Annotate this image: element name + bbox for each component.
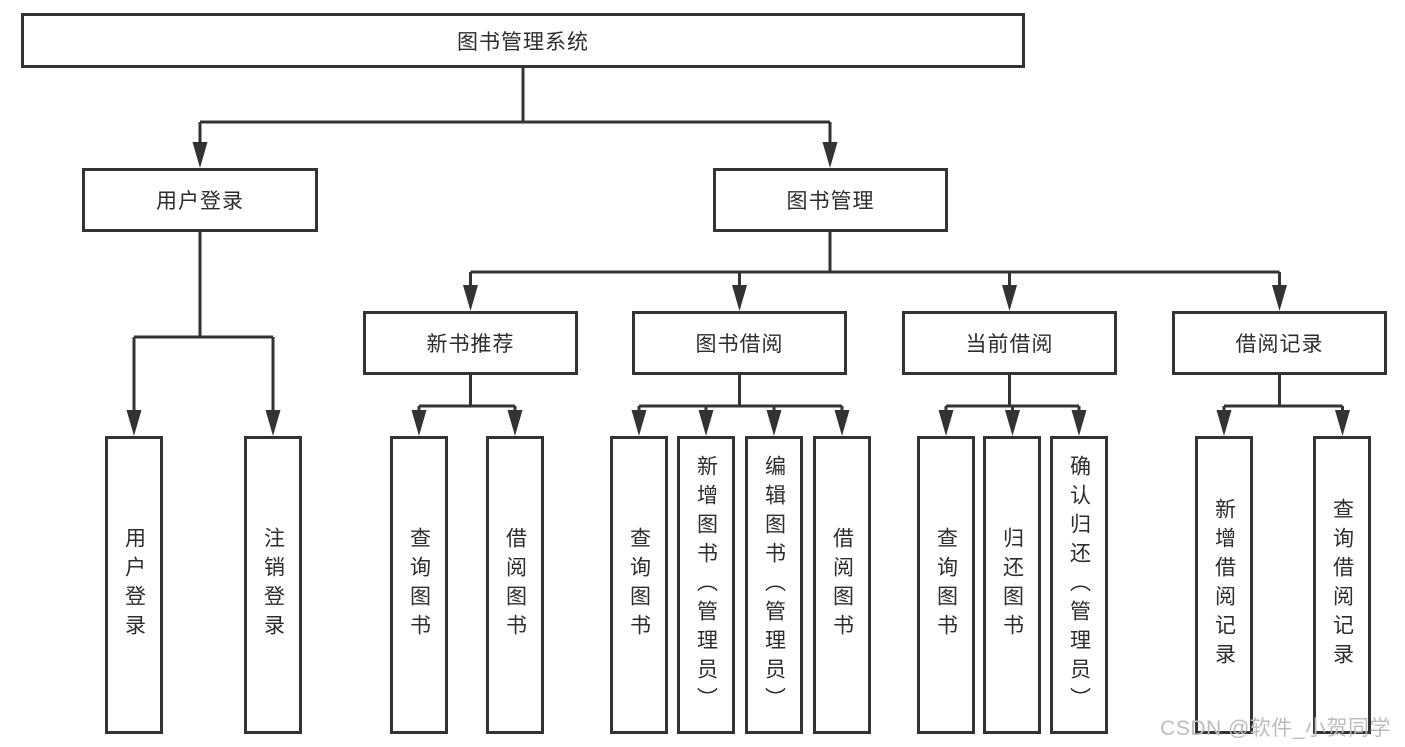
leaf-query-books-current: 查询图书 [917,436,975,734]
node-user-login: 用户登录 [82,168,318,232]
node-root-system: 图书管理系统 [21,13,1025,68]
leaf-label: 新增图书（管理员） [694,454,718,716]
leaf-user-login: 用户登录 [105,436,163,734]
leaf-label: 借阅图书 [830,527,854,643]
leaf-return-books: 归还图书 [983,436,1041,734]
leaf-label: 查询图书 [407,527,431,643]
node-current-borrowing: 当前借阅 [902,311,1117,375]
leaf-add-borrow-record: 新增借阅记录 [1195,436,1253,734]
leaf-add-books-admin: 新增图书（管理员） [677,436,735,734]
leaf-label: 用户登录 [122,527,146,643]
leaf-label: 借阅图书 [503,527,527,643]
node-label: 当前借阅 [965,333,1054,356]
node-label: 借阅记录 [1235,333,1324,356]
leaf-label: 确认归还（管理员） [1067,454,1091,716]
leaf-label: 查询图书 [934,527,958,643]
leaf-query-books-borrow: 查询图书 [610,436,668,734]
csdn-watermark: CSDN @软件_小贺同学 [1160,717,1391,740]
leaf-label: 新增借阅记录 [1212,498,1236,672]
leaf-label: 编辑图书（管理员） [762,454,786,716]
node-book-borrowing: 图书借阅 [632,311,847,375]
leaf-query-borrow-record: 查询借阅记录 [1313,436,1371,734]
node-label: 用户登录 [156,190,244,213]
leaf-borrow-books: 借阅图书 [813,436,871,734]
leaf-label: 查询图书 [627,527,651,643]
node-label: 图书借阅 [695,333,784,356]
node-book-management: 图书管理 [713,168,948,232]
leaf-label: 归还图书 [1000,527,1024,643]
leaf-logout: 注销登录 [244,436,302,734]
leaf-label: 查询借阅记录 [1330,498,1354,672]
leaf-query-books-recommend: 查询图书 [390,436,448,734]
node-borrowing-records: 借阅记录 [1172,311,1387,375]
leaf-borrow-books-recommend: 借阅图书 [486,436,544,734]
node-new-book-recommend: 新书推荐 [363,311,578,375]
node-label: 新书推荐 [426,333,515,356]
leaf-label: 注销登录 [261,527,285,643]
node-label: 图书管理 [786,190,875,213]
node-label: 图书管理系统 [457,30,589,54]
leaf-edit-books-admin: 编辑图书（管理员） [745,436,803,734]
leaf-confirm-return-admin: 确认归还（管理员） [1050,436,1108,734]
